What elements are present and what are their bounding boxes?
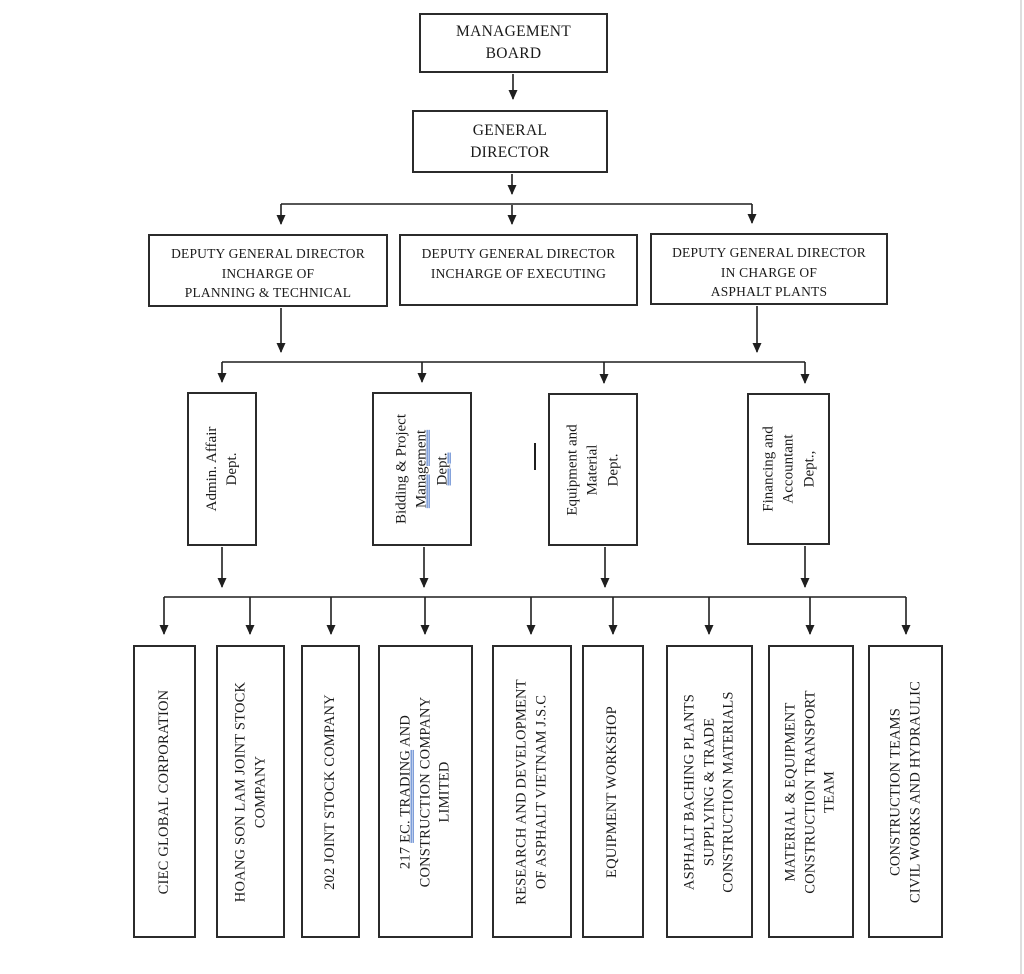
ciec-global-corporation-label: CIEC GLOBAL CORPORATION [155, 689, 172, 894]
deputy-planning-technical-label: DEPUTY GENERAL DIRECTOR INCHARGE OF PLAN… [171, 246, 365, 301]
node-bidding-project-dept: Bidding & Project Management Dept. [372, 392, 472, 546]
node-construction-teams: CONSTRUCTION TEAMS CIVIL WORKS AND HYDRA… [868, 645, 943, 938]
node-general-director: GENERAL DIRECTOR [412, 110, 608, 173]
node-deputy-asphalt-plants: DEPUTY GENERAL DIRECTOR IN CHARGE OF ASP… [650, 233, 888, 305]
217-label-prefix: 217 [397, 842, 414, 869]
node-equipment-material-dept: Equipment and Material Dept. [548, 393, 638, 546]
217-label-underlined: EC. TRADING [397, 749, 414, 843]
node-asphalt-baching-plants: ASPHALT BACHING PLANTS SUPPLYING & TRADE… [666, 645, 753, 938]
node-217-ec-trading-construction: 217 EC. TRADING AND CONSTRUCTION COMPANY… [378, 645, 473, 938]
node-admin-affair-dept: Admin. Affair Dept. [187, 392, 257, 546]
deputy-asphalt-plants-label: DEPUTY GENERAL DIRECTOR IN CHARGE OF ASP… [672, 245, 866, 300]
general-director-label: GENERAL DIRECTOR [470, 121, 550, 161]
217-ec-trading-construction-label: 217 EC. TRADING AND CONSTRUCTION COMPANY… [396, 649, 455, 935]
202-joint-stock-company-label: 202 JOINT STOCK COMPANY [321, 693, 338, 890]
node-financing-accountant-dept: Financing and Accountant Dept., [747, 393, 830, 545]
equipment-material-dept-label: Equipment and Material Dept. [564, 423, 622, 516]
node-202-joint-stock-company: 202 JOINT STOCK COMPANY [301, 645, 360, 938]
deputy-executing-label: DEPUTY GENERAL DIRECTOR INCHARGE OF EXEC… [421, 246, 616, 281]
page-edge-divider [1020, 0, 1022, 974]
bidding-project-dept-label-plain: Bidding & Project [393, 414, 410, 524]
construction-teams-label: CONSTRUCTION TEAMS CIVIL WORKS AND HYDRA… [886, 680, 923, 903]
node-deputy-planning-technical: DEPUTY GENERAL DIRECTOR INCHARGE OF PLAN… [148, 234, 388, 307]
admin-affair-dept-label: Admin. Affair Dept. [203, 426, 240, 512]
node-material-equipment-transport-team: MATERIAL & EQUIPMENT CONSTRUCTION TRANSP… [768, 645, 854, 938]
node-ciec-global-corporation: CIEC GLOBAL CORPORATION [133, 645, 196, 938]
node-deputy-executing: DEPUTY GENERAL DIRECTOR INCHARGE OF EXEC… [399, 234, 638, 306]
equipment-workshop-label: EQUIPMENT WORKSHOP [604, 705, 621, 878]
hoang-son-lam-jsc-label: HOANG SON LAM JOINT STOCK COMPANY [231, 681, 268, 902]
asphalt-baching-plants-label: ASPHALT BACHING PLANTS SUPPLYING & TRADE… [681, 690, 737, 893]
node-equipment-workshop: EQUIPMENT WORKSHOP [582, 645, 644, 938]
material-equipment-transport-team-label: MATERIAL & EQUIPMENT CONSTRUCTION TRANSP… [782, 689, 838, 894]
node-management-board: MANAGEMENT BOARD [419, 13, 608, 73]
bidding-project-dept-label: Bidding & Project Management Dept. [392, 396, 453, 542]
bidding-project-dept-label-underlined: Management Dept. [413, 429, 451, 509]
management-board-label: MANAGEMENT BOARD [456, 23, 571, 62]
research-development-asphalt-label: RESEARCH AND DEVELOPMENT OF ASPHALT VIET… [513, 678, 549, 905]
node-hoang-son-lam-jsc: HOANG SON LAM JOINT STOCK COMPANY [216, 645, 285, 938]
node-research-development-asphalt: RESEARCH AND DEVELOPMENT OF ASPHALT VIET… [492, 645, 572, 938]
financing-accountant-dept-label: Financing and Accountant Dept., [760, 426, 817, 512]
